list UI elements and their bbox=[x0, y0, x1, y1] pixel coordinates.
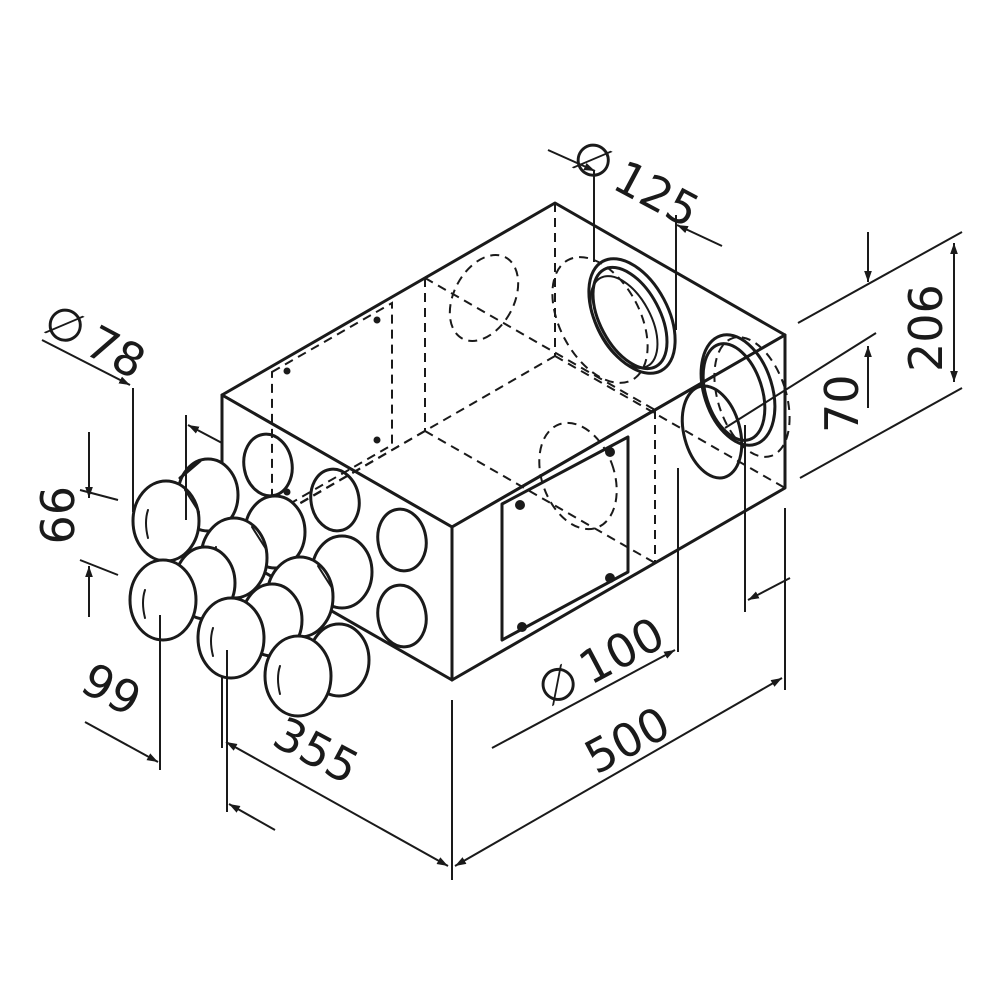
box-right-face bbox=[450, 333, 787, 682]
dim-500-label: 500 bbox=[576, 696, 679, 785]
dim-70-label: 70 bbox=[815, 374, 869, 433]
hidden-outlets bbox=[448, 254, 618, 531]
dim-206-label: 206 bbox=[899, 284, 953, 372]
spigot bbox=[128, 545, 237, 642]
dim-78-label: 78 bbox=[77, 315, 154, 390]
dim-100-label: 100 bbox=[570, 606, 673, 695]
spigot bbox=[131, 457, 240, 563]
front-spigots-78 bbox=[128, 457, 374, 718]
dim-125-label: 125 bbox=[605, 150, 708, 239]
dim-99-horizontal-label: 99 bbox=[73, 652, 150, 727]
dim-99-vertical-label: 99 bbox=[29, 486, 83, 545]
outlet-100-spigot bbox=[680, 333, 791, 480]
spigot bbox=[263, 622, 371, 718]
outlet-125-spigot bbox=[551, 256, 677, 384]
dimension-lines bbox=[41, 149, 963, 880]
top-service-panel bbox=[271, 301, 393, 516]
inspection-cover bbox=[500, 435, 630, 642]
dim-355-label: 355 bbox=[265, 706, 368, 795]
